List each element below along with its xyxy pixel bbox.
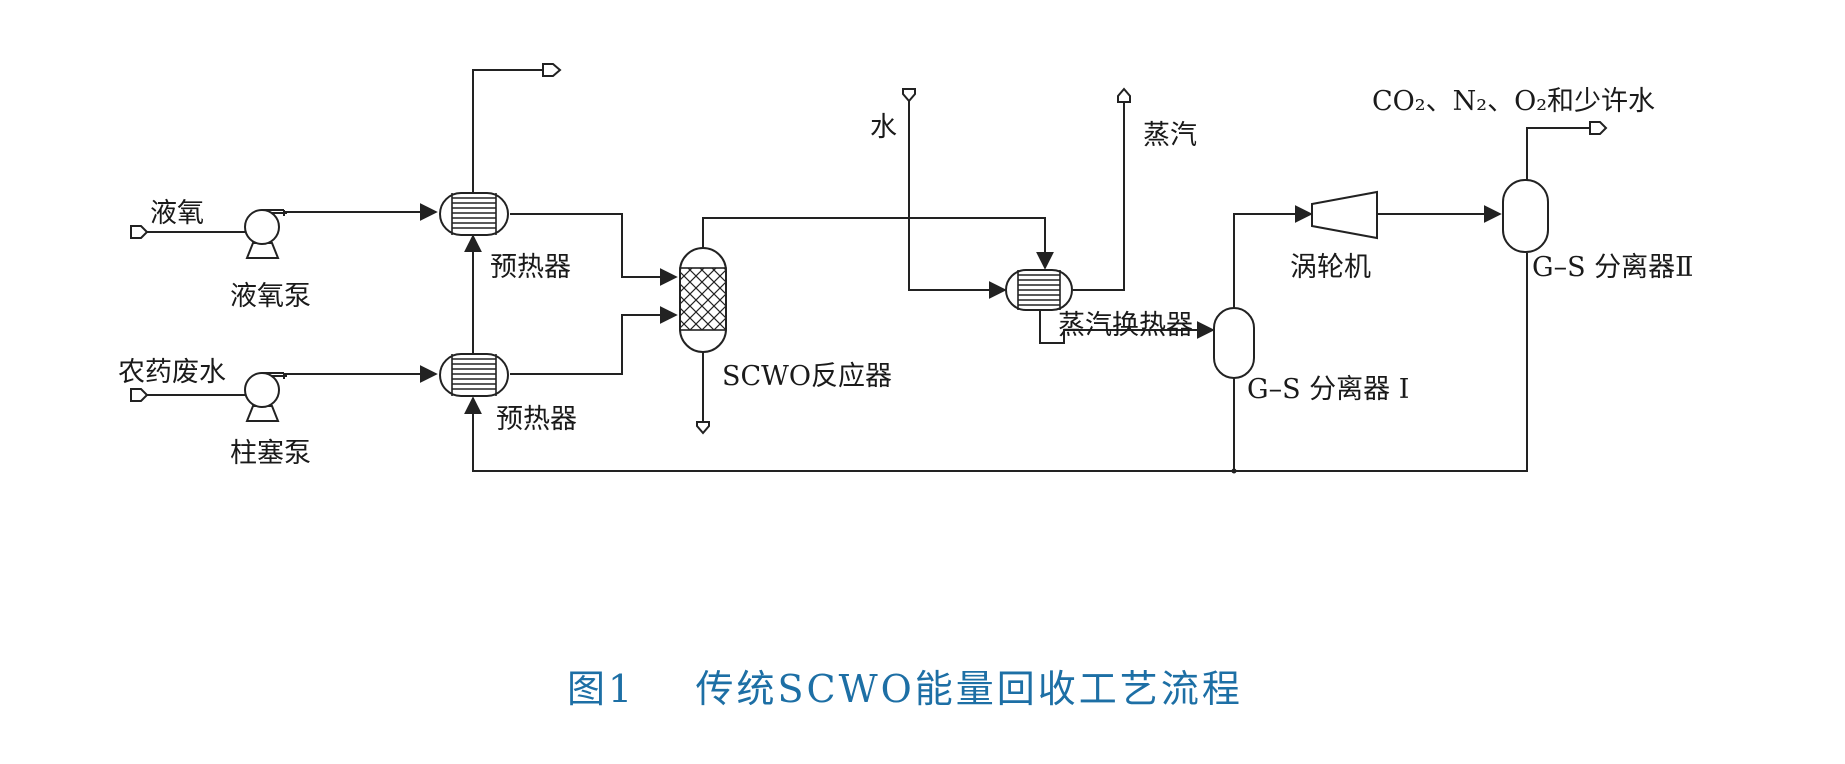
pipe-plunger-to-preheater <box>270 365 438 383</box>
liquid-oxygen-pump-icon <box>244 209 285 259</box>
separator-1-icon <box>1213 307 1255 379</box>
label-liquid-oxygen-pump: 液氧泵 <box>230 281 311 312</box>
pipe-separator1-to-turbine <box>1233 205 1313 310</box>
pipe-preheater-bottom-to-reactor <box>510 306 678 375</box>
preheater-bottom-icon <box>439 353 509 397</box>
scwo-reactor-icon <box>679 247 727 353</box>
wastewater-inlet-arrow-icon <box>130 388 149 402</box>
label-steam-heat-exchanger: 蒸汽换热器 <box>1058 310 1193 341</box>
label-plunger-pump: 柱塞泵 <box>230 438 311 469</box>
reactor-bottom-outlet-arrow-icon <box>696 421 710 435</box>
preheater-top-icon <box>439 192 509 236</box>
label-gas-out: CO₂、N₂、O₂和少许水 <box>1372 86 1655 117</box>
pipe-preheater-vent <box>472 69 543 193</box>
pipe-recycle-return <box>464 253 1528 472</box>
figure-caption: 图1 传统SCWO能量回收工艺流程 <box>567 667 1243 711</box>
steam-outlet-arrow-icon <box>1117 87 1131 103</box>
label-water: 水 <box>870 112 897 143</box>
vent-outlet-arrow-icon <box>542 63 562 77</box>
lox-inlet-arrow-icon <box>130 225 149 239</box>
pipe-steam-out <box>1073 102 1125 291</box>
label-preheater-bottom: 预热器 <box>496 404 577 435</box>
pipe-water-in <box>908 101 1007 299</box>
pipe-preheater-top-to-reactor <box>510 213 678 286</box>
pipe-reactor-to-exchanger <box>702 217 1054 270</box>
label-steam: 蒸汽 <box>1143 120 1197 151</box>
label-separator-2: G–S 分离器Ⅱ <box>1532 252 1694 283</box>
label-turbine: 涡轮机 <box>1290 252 1371 283</box>
separator-2-icon <box>1502 179 1549 253</box>
water-inlet-arrow-icon <box>902 88 916 103</box>
pipe-lox-pump-to-preheater <box>270 203 438 221</box>
label-preheater-top: 预热器 <box>490 252 571 283</box>
label-separator-1: G–S 分离器 Ⅰ <box>1247 374 1409 405</box>
pipe-gas-out <box>1526 127 1590 180</box>
steam-heat-exchanger-icon <box>1005 269 1073 311</box>
plunger-pump-icon <box>244 372 285 422</box>
label-pesticide-wastewater: 农药废水 <box>118 357 226 388</box>
label-liquid-oxygen: 液氧 <box>150 198 204 229</box>
label-reactor: SCWO反应器 <box>722 361 892 392</box>
turbine-icon <box>1311 190 1378 240</box>
pipe-exchanger-to-separator1 <box>1039 310 1215 344</box>
gas-outlet-arrow-icon <box>1589 121 1608 135</box>
